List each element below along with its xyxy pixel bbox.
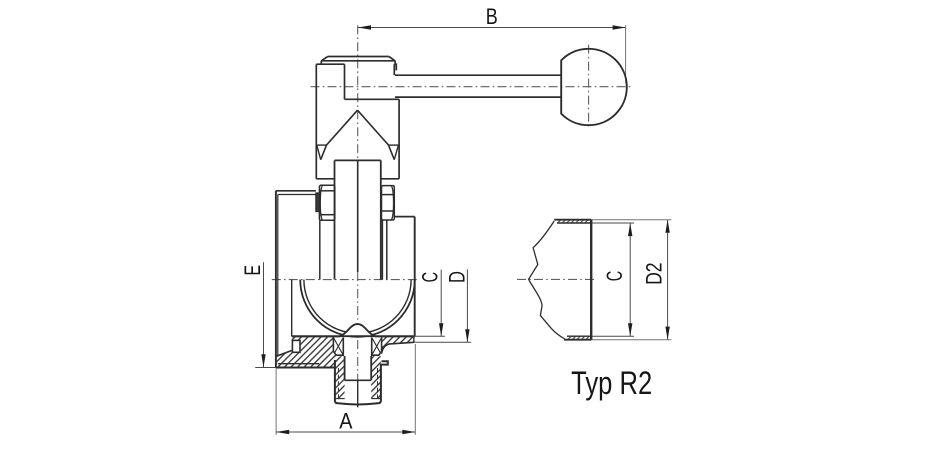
- svg-text:B: B: [486, 6, 498, 30]
- svg-text:C: C: [418, 272, 443, 282]
- svg-text:C: C: [602, 271, 627, 281]
- svg-text:D2: D2: [643, 262, 667, 284]
- svg-text:A: A: [339, 410, 352, 434]
- svg-text:Typ R2: Typ R2: [571, 366, 652, 401]
- svg-text:E: E: [242, 265, 266, 276]
- svg-text:D: D: [445, 271, 470, 283]
